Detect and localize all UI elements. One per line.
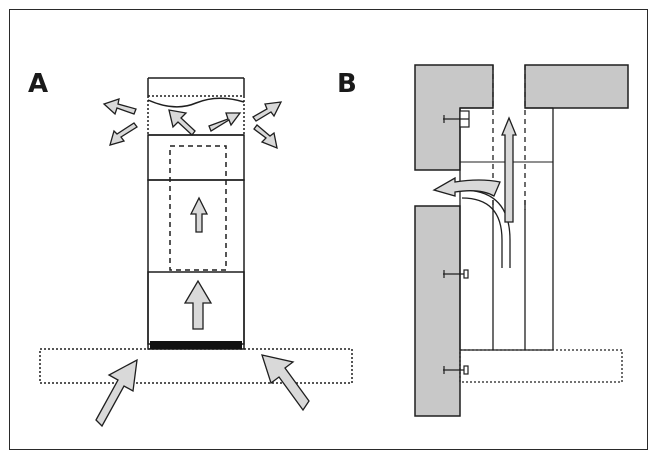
wall-upper-right <box>524 64 629 109</box>
duct-up-arrow <box>189 196 209 233</box>
outlet-arrow-far-left-down <box>109 122 138 146</box>
panel-a-label: A <box>28 69 49 99</box>
hood-canopy-b <box>459 349 623 383</box>
panel-b-chimney <box>459 65 623 383</box>
outlet-arrow-center <box>168 109 196 136</box>
curved-duct-inner <box>461 197 503 268</box>
wall-upper-left <box>414 64 494 171</box>
panel-a-arrows <box>95 98 310 428</box>
panel-b-walls <box>414 64 629 417</box>
chimney-cap <box>148 78 244 135</box>
chimney-upper <box>147 134 245 181</box>
wall-lower-left <box>414 205 461 417</box>
figure-frame <box>9 9 648 450</box>
curved-duct-outer <box>461 189 511 268</box>
outlet-arrow-right-up <box>208 112 242 132</box>
panel-b-screws <box>443 110 470 375</box>
intake-arrow-left <box>95 358 138 428</box>
intake-arrow-right <box>261 354 310 412</box>
panel-b-label: B <box>337 69 357 99</box>
hood-canopy <box>39 348 353 384</box>
exhaust-out-arrow <box>432 176 501 197</box>
panel-b-arrows <box>432 116 517 268</box>
outlet-arrow-far-left-up <box>102 98 137 116</box>
grease-filter <box>150 341 242 349</box>
inner-duct <box>169 145 227 271</box>
outlet-arrow-far-right-up <box>252 101 283 122</box>
up-arrow-b <box>501 116 517 223</box>
outlet-arrow-far-right-down <box>253 124 278 150</box>
motor-up-arrow <box>183 279 213 330</box>
